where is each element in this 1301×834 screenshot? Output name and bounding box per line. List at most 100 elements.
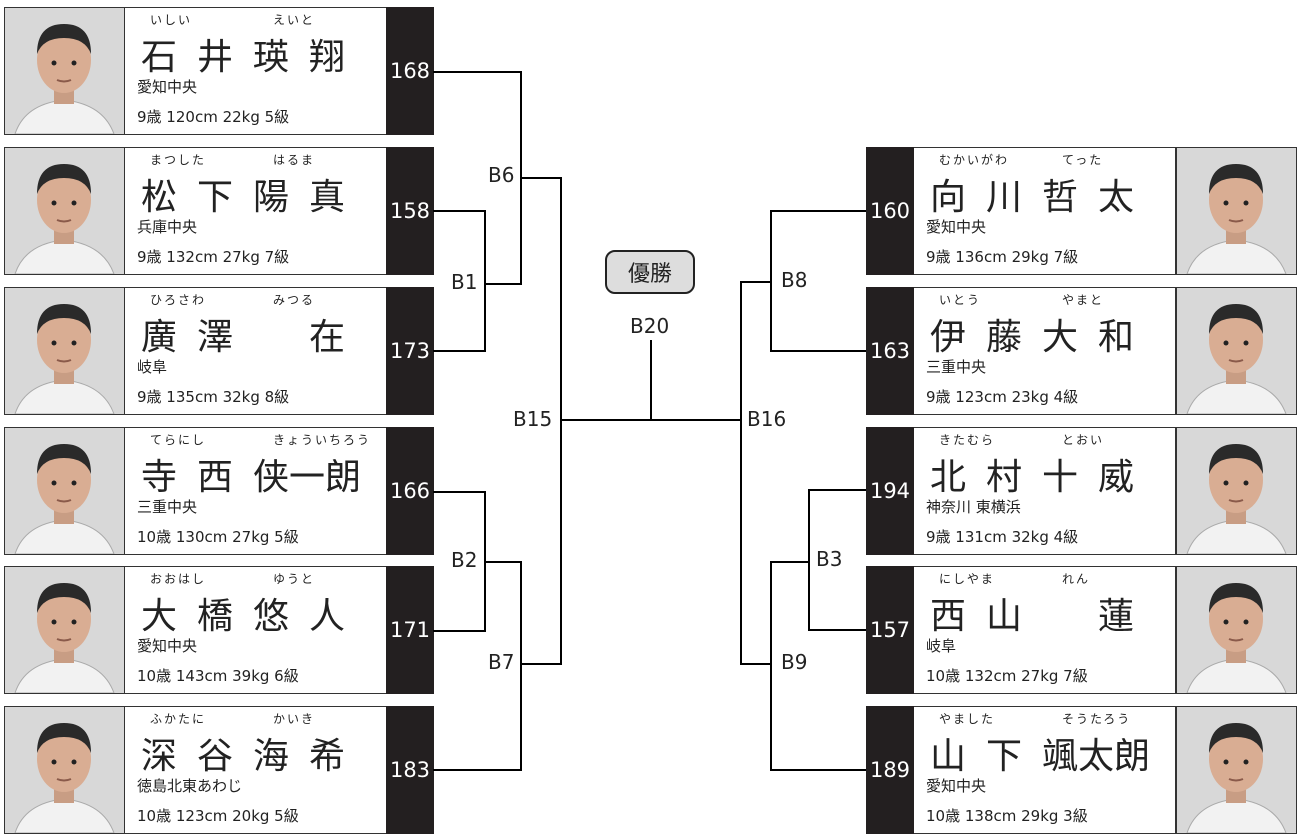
entry-number: 166 (386, 427, 434, 555)
player-stats: 10歳 132cm 27kg 7級 (926, 667, 1088, 685)
name-char: 北 (930, 457, 967, 498)
name-char: 澤 (197, 317, 234, 358)
name-char: 在 (309, 317, 346, 358)
name-char: 真 (309, 177, 346, 218)
club-name: 兵庫中央 (137, 218, 198, 236)
club-name: 愛知中央 (926, 218, 987, 236)
player-photo (4, 287, 125, 415)
name-char: 十 (1042, 457, 1079, 498)
bracket-line (770, 210, 772, 352)
player-photo (1176, 427, 1297, 555)
bracket-line (433, 630, 486, 632)
club-name: 三重中央 (926, 358, 987, 376)
name-char: 山 (930, 736, 967, 777)
player-stats: 10歳 138cm 29kg 3級 (926, 807, 1088, 825)
bracket-line (740, 663, 772, 665)
bout-label-b9: B9 (779, 650, 810, 674)
name-char: 大 (141, 596, 178, 637)
person-silhouette-icon (5, 8, 124, 134)
player-stats: 10歳 123cm 20kg 5級 (137, 807, 299, 825)
ruby-given: てった (1062, 153, 1104, 167)
player-info: むかいがわ てった向川哲太愛知中央 9歳 136cm 29kg 7級 (913, 147, 1176, 275)
ruby-given: やまと (1062, 293, 1105, 307)
player-photo (1176, 147, 1297, 275)
bout-label-b3: B3 (814, 547, 845, 571)
player-photo (4, 147, 125, 275)
player-photo (4, 566, 125, 694)
name-char (253, 308, 309, 360)
person-silhouette-icon (1177, 428, 1296, 554)
bracket-line (433, 491, 486, 493)
player-name: 寺西侠一朗 (141, 448, 421, 500)
bracket-line (560, 419, 742, 421)
entry-number: 189 (866, 706, 914, 834)
ruby-family: いとう (939, 293, 982, 307)
player-stats: 10歳 143cm 39kg 6級 (137, 667, 299, 685)
name-char: 石 (141, 37, 178, 78)
ruby-given: はるま (273, 153, 316, 167)
player-photo (1176, 287, 1297, 415)
bracket-line (520, 177, 562, 179)
name-char: 人 (309, 596, 346, 637)
player-stats: 10歳 130cm 27kg 5級 (137, 528, 299, 546)
ruby-family: ふかたに (150, 712, 207, 726)
ruby-family: むかいがわ (939, 153, 1010, 167)
player-name: 石井瑛翔 (141, 28, 365, 80)
player-stats: 9歳 120cm 22kg 5級 (137, 108, 290, 126)
ruby-given: きょういちろう (273, 433, 372, 447)
bracket-line (740, 281, 742, 665)
player-stats: 9歳 136cm 29kg 7級 (926, 248, 1079, 266)
club-name: 岐阜 (926, 637, 957, 655)
name-char: 威 (1098, 457, 1135, 498)
bout-label-b15: B15 (511, 407, 555, 431)
bracket-line (770, 350, 866, 352)
player-name: 深谷海希 (141, 727, 365, 779)
ruby-family: てらにし (150, 433, 207, 447)
bracket-line (770, 769, 866, 771)
bracket-line (808, 489, 810, 631)
player-stats: 9歳 131cm 32kg 4級 (926, 528, 1079, 546)
name-char: 太 (1098, 177, 1135, 218)
player-name: 廣澤在 (141, 308, 365, 360)
bout-label-b8: B8 (779, 268, 810, 292)
person-silhouette-icon (5, 567, 124, 693)
bout-label-b1: B1 (449, 270, 480, 294)
name-char: 海 (253, 736, 290, 777)
bracket-line (770, 210, 866, 212)
name-char: 井 (197, 37, 234, 78)
player-photo (1176, 566, 1297, 694)
person-silhouette-icon (5, 288, 124, 414)
name-char: 伊 (930, 317, 967, 358)
player-name: 伊藤大和 (930, 308, 1154, 360)
name-char: 村 (986, 457, 1023, 498)
player-stats: 9歳 132cm 27kg 7級 (137, 248, 290, 266)
ruby-given: そうたろう (1062, 712, 1132, 726)
name-char: 侠一朗 (253, 457, 362, 498)
bracket-line (433, 210, 486, 212)
ruby-given: れん (1062, 572, 1091, 586)
ruby-family: きたむら (939, 433, 996, 447)
player-name: 向川哲太 (930, 168, 1154, 220)
name-char: 西 (197, 457, 234, 498)
player-stats: 9歳 135cm 32kg 8級 (137, 388, 290, 406)
name-char: 橋 (197, 596, 234, 637)
name-char: 向 (930, 177, 967, 218)
name-char: 悠 (253, 596, 290, 637)
entry-number: 157 (866, 566, 914, 694)
ruby-family: ひろさわ (150, 293, 207, 307)
bracket-line (560, 177, 562, 665)
ruby-family: まつした (150, 153, 207, 167)
